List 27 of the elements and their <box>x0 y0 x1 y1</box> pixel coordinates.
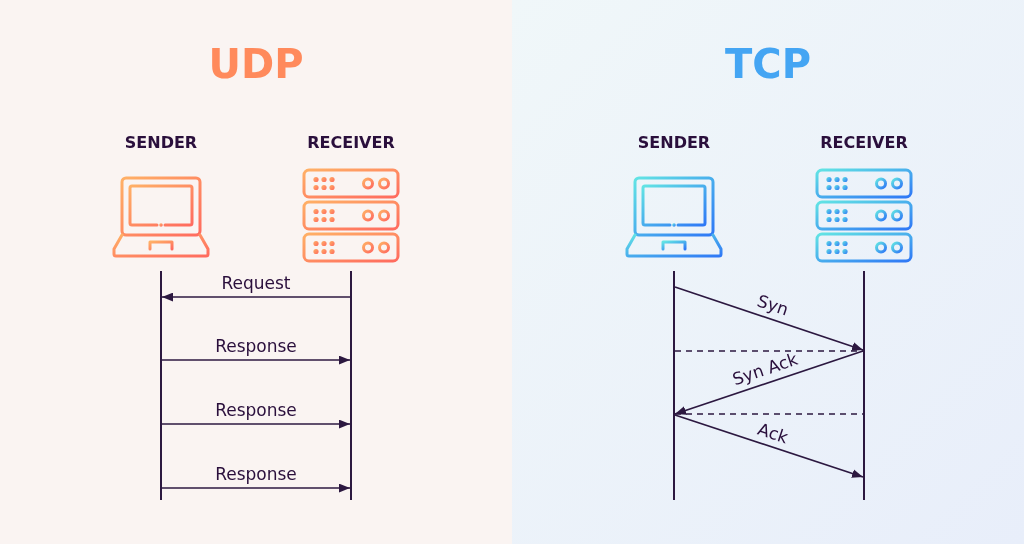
arrow <box>674 350 864 415</box>
arrow <box>161 292 351 302</box>
arrow <box>161 419 351 429</box>
participant-label: SENDER <box>637 133 711 153</box>
panel-title: TCP <box>725 42 811 86</box>
panel-title: UDP <box>208 42 304 86</box>
edge-label: Response <box>215 336 297 356</box>
edge-label: Response <box>215 464 297 484</box>
arrow <box>674 286 864 351</box>
lifeline <box>350 271 352 500</box>
lifeline <box>160 271 162 500</box>
participant-label: RECEIVER <box>307 133 395 153</box>
arrow <box>161 483 351 493</box>
arrow <box>161 355 351 365</box>
dashed-line <box>674 413 864 415</box>
panel <box>0 0 512 544</box>
participant-label: RECEIVER <box>820 133 908 153</box>
edge-label: Ack <box>755 418 791 447</box>
lifeline <box>673 271 675 500</box>
lifeline <box>863 271 865 500</box>
edge-label: Response <box>215 400 297 420</box>
edge-label: Request <box>221 273 291 293</box>
edge-label: Syn <box>755 290 792 320</box>
participant-label: SENDER <box>124 133 198 153</box>
edge-label: Syn Ack <box>729 349 800 390</box>
panel <box>512 0 1024 544</box>
arrow <box>674 414 864 478</box>
